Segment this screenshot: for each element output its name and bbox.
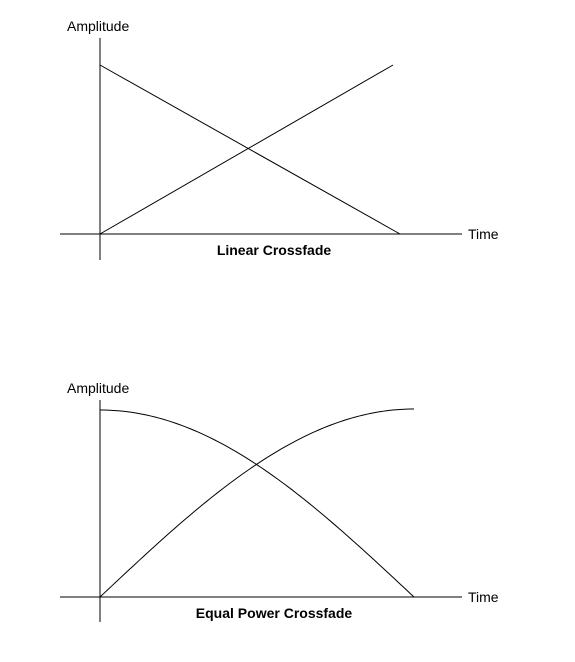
equal-power-crossfade-title: Equal Power Crossfade [196,605,353,621]
equal-power-crossfade-panel: Amplitude Time Equal Power Crossfade [60,380,499,622]
linear-time-label: Time [468,226,499,242]
linear-crossfade-title: Linear Crossfade [217,242,332,258]
linear-amplitude-label: Amplitude [67,18,129,34]
equal-power-fade-out-curve [99,409,415,598]
linear-fade-in-line [99,64,394,235]
linear-crossfade-panel: Amplitude Time Linear Crossfade [60,18,499,260]
linear-fade-out-line [99,64,401,235]
equal-power-time-label: Time [468,589,499,605]
equal-power-fade-in-curve [99,408,415,598]
equal-power-amplitude-label: Amplitude [67,380,129,396]
